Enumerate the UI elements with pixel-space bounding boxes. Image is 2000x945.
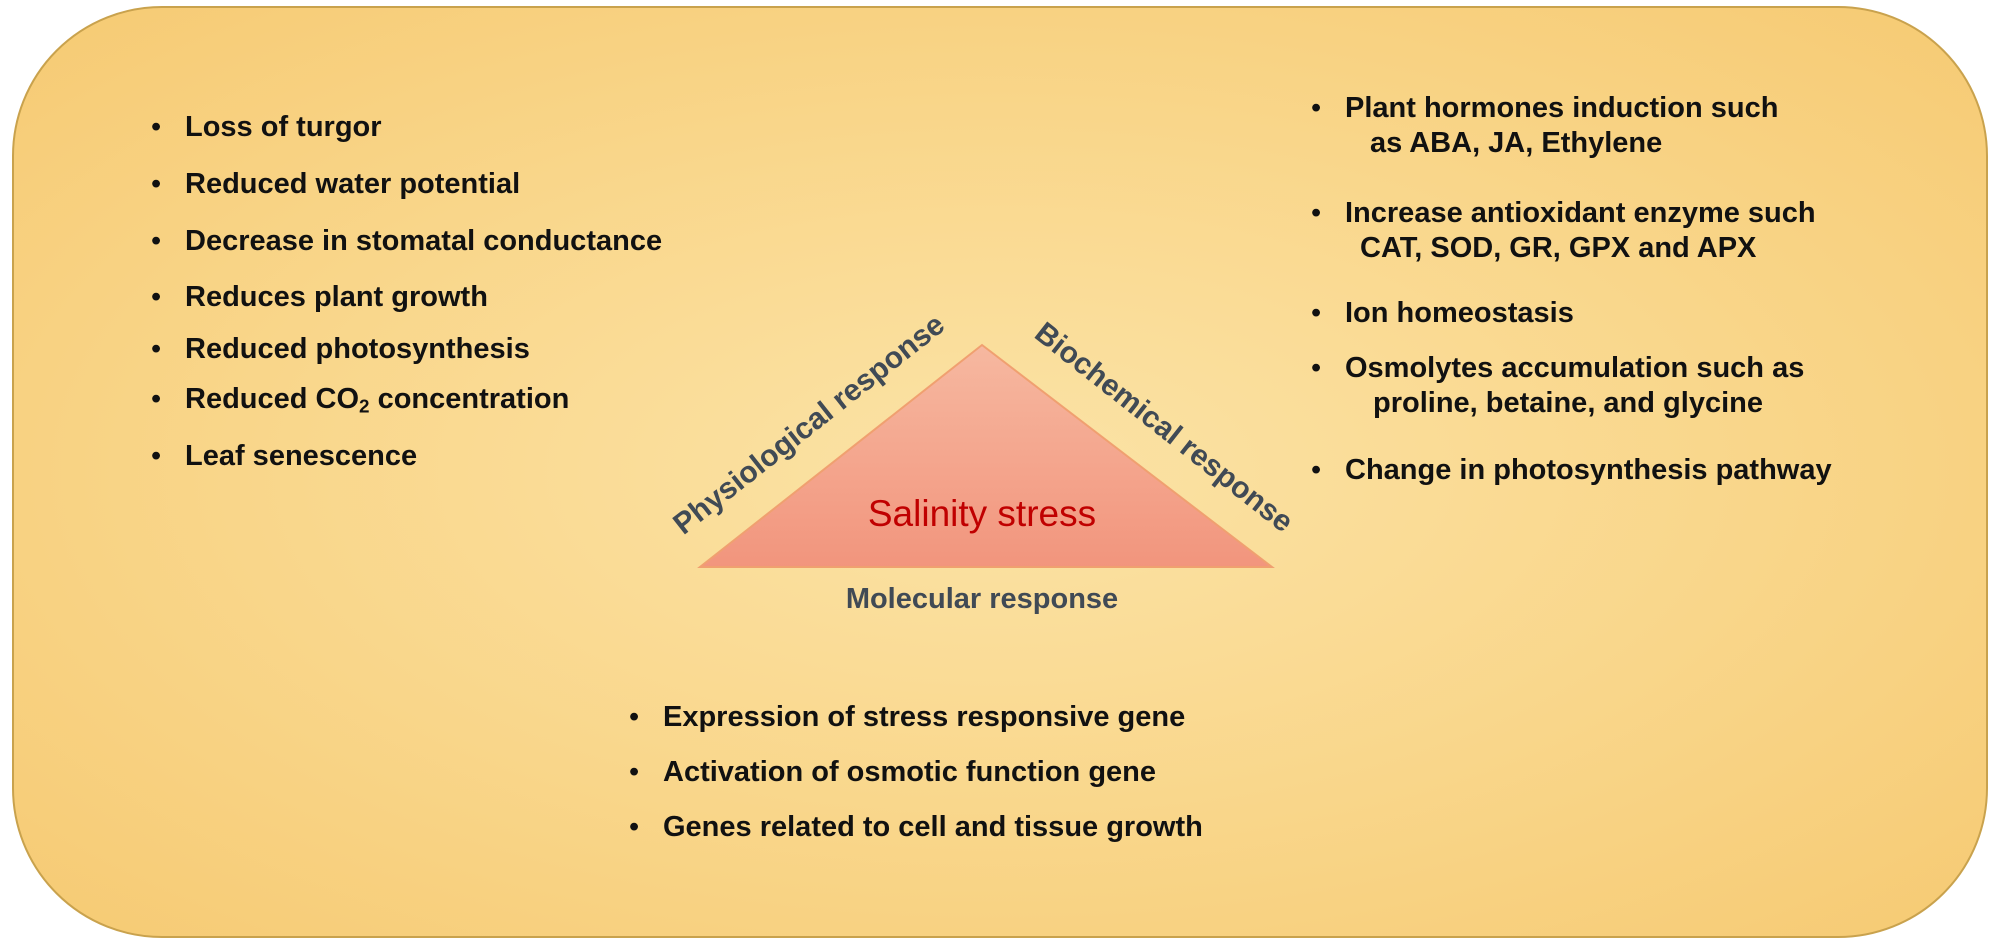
list-item: •Loss of turgor [151, 111, 382, 143]
salinity-stress-label: Salinity stress [868, 493, 1096, 534]
list-item: •Decrease in stomatal conductance [151, 225, 663, 257]
list-item: •Change in photosynthesis pathway [1311, 454, 1832, 486]
list-item: •Reduced photosynthesis [151, 333, 530, 365]
salinity-stress-triangle [697, 343, 1275, 568]
list-item: •Leaf senescence [151, 440, 418, 472]
list-item: •Ion homeostasis [1311, 297, 1574, 329]
list-item: •Activation of osmotic function gene [629, 756, 1157, 788]
list-item: •Reduces plant growth [151, 281, 488, 313]
list-item: •Expression of stress responsive gene [629, 701, 1186, 733]
list-item: •Genes related to cell and tissue growth [629, 811, 1203, 843]
molecular-response-label: Molecular response [846, 583, 1118, 615]
list-item: •Reduced CO2 concentration [151, 383, 570, 417]
list-item: •Reduced water potential [151, 168, 521, 200]
